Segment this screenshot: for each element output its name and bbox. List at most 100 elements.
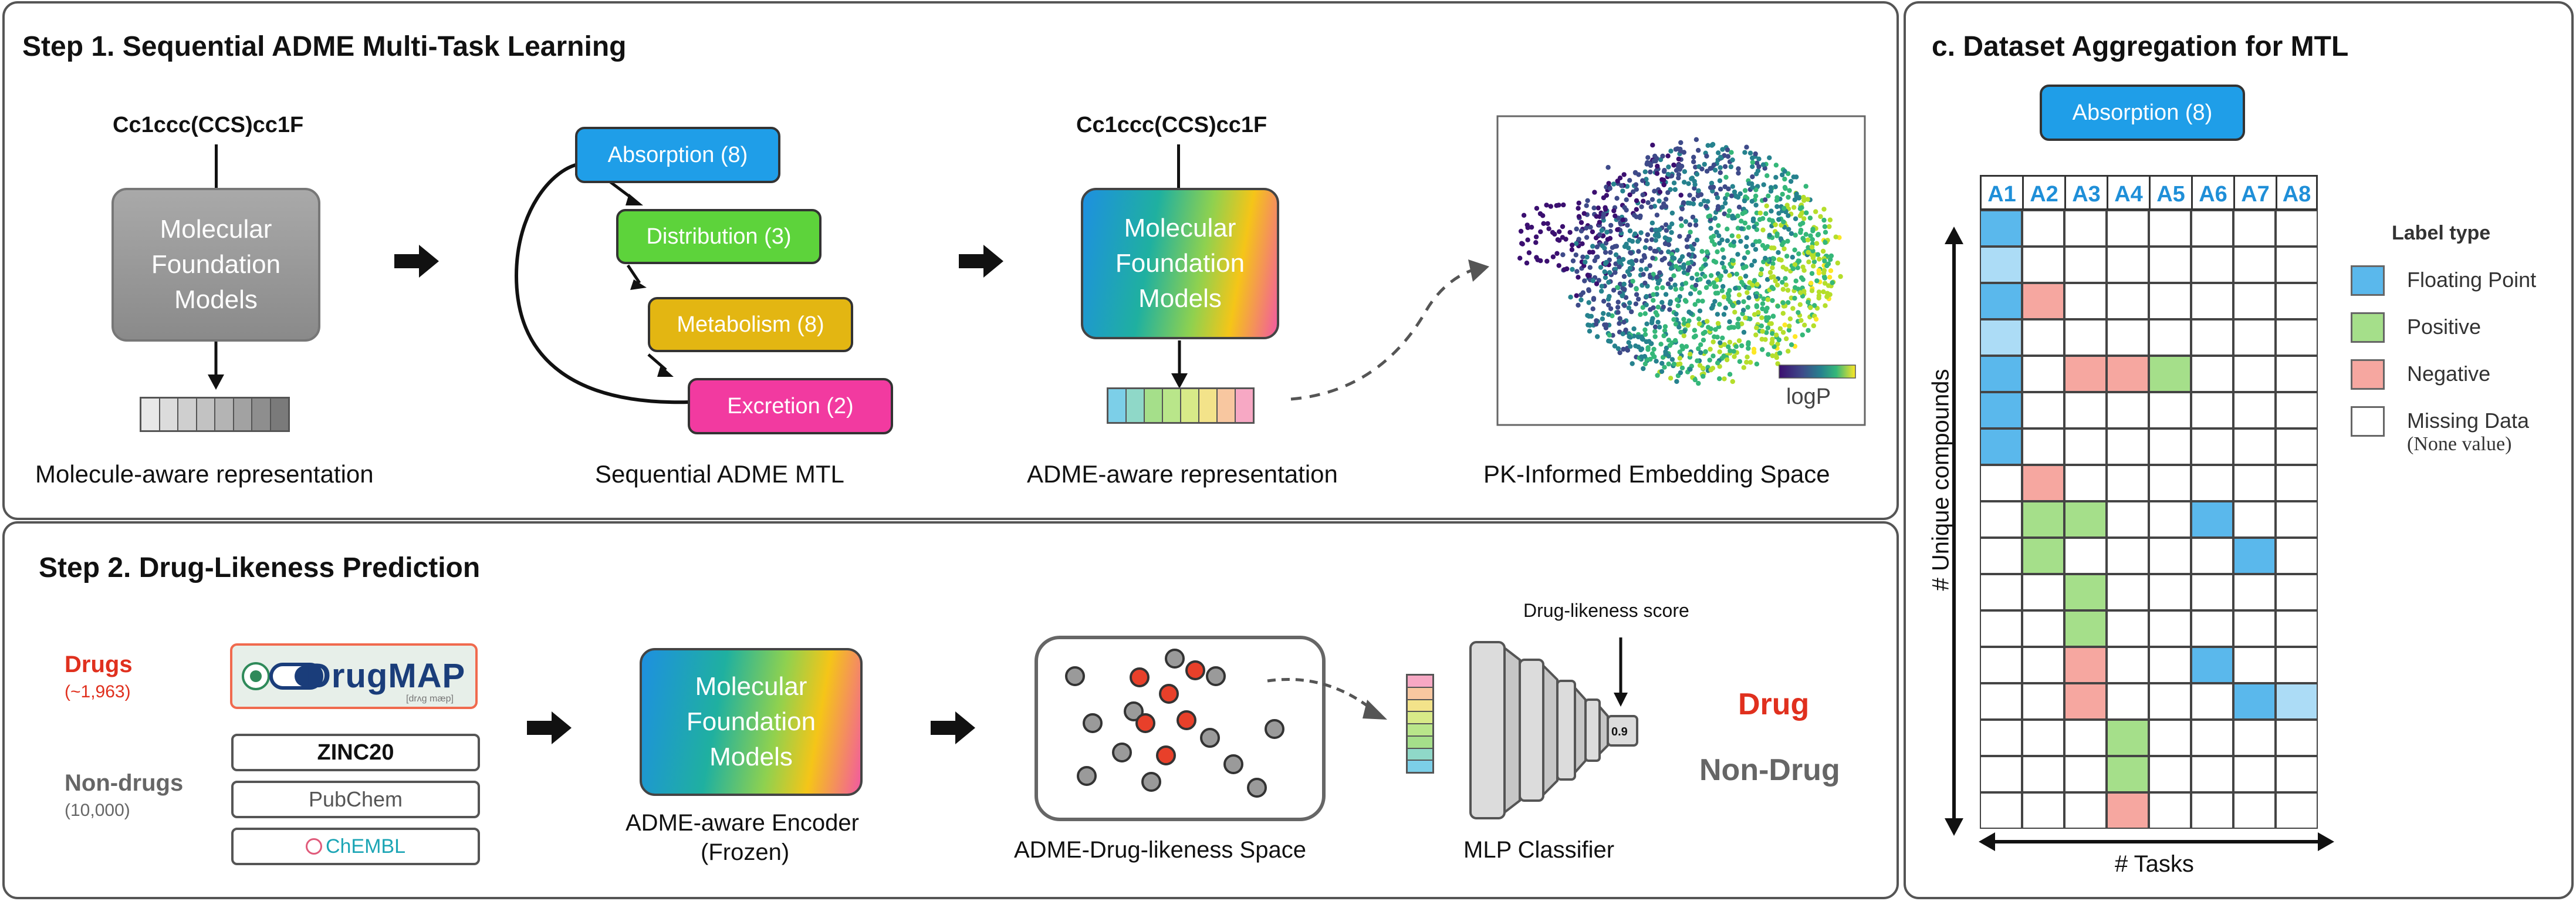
nondrugs-label: Non-drugs [65,770,184,796]
embedding-point [1648,246,1653,251]
embedding-point [1715,320,1721,326]
flow-arrow-1 [394,245,439,278]
embedding-point [1597,232,1603,237]
embedding-point [1781,246,1787,252]
embedding-point [1787,188,1792,193]
embedding-point [1702,274,1708,279]
embedding-point [1746,295,1752,301]
embedding-point [1818,214,1823,220]
embedding-point [1576,275,1581,280]
embedding-point [1614,195,1620,201]
embedding-point [1729,233,1735,238]
embedding-point [1795,265,1800,271]
matrix-cell [2107,756,2149,792]
embedding-point [1727,372,1733,377]
embedding-point [1679,343,1685,349]
embedding-point [1822,275,1827,281]
embedding-point [1736,316,1741,322]
matrix-cell [2233,210,2276,247]
embedding-point [1617,281,1623,287]
matrix-cell [2276,574,2318,610]
drugs-label: Drugs [65,652,133,677]
embedding-point [1707,357,1712,363]
embedding-point [1617,350,1622,356]
embedding-point [1601,299,1607,304]
embedding-point [1764,318,1769,323]
embedding-point [1823,239,1828,245]
embedding-point [1608,249,1613,255]
embedding-point [1715,360,1720,366]
embedding-point [1574,241,1579,247]
embedding-point [1651,298,1656,303]
embedding-point [1776,217,1781,222]
embedding-point [1630,361,1635,366]
embedding-point [1665,281,1671,286]
connector-line [215,144,218,188]
embedding-point [1557,229,1562,234]
embedding-point [1660,153,1665,159]
embedding-point [1806,259,1811,265]
embedding-point [1517,255,1523,261]
legend-swatch-negative [2351,359,2385,390]
embedding-point [1715,291,1720,296]
embedding-point [1821,217,1827,223]
embedding-point [1655,231,1661,237]
caption-encoder: ADME-aware Encoder [626,810,859,836]
embedding-point [1754,210,1760,215]
drug-likeness-space [1035,636,1326,821]
embedding-point [1612,213,1618,218]
embedding-point [1791,205,1797,210]
embedding-point [1597,220,1603,225]
embedding-point [1683,219,1689,224]
matrix-cell [2064,683,2107,720]
embedding-point [1765,297,1771,302]
embedding-point [1726,325,1732,330]
embedding-point [1806,249,1811,255]
embedding-point [1546,226,1551,231]
embedding-point [1666,338,1672,343]
embedding-point [1763,255,1768,261]
matrix-cell [2149,792,2191,829]
encoder-line-3: Models [709,743,793,771]
embedding-point [1709,143,1715,148]
embedding-point [1622,286,1627,292]
caption-sequential-adme: Sequential ADME MTL [595,460,844,488]
foundation-model-box-gray: Molecular Foundation Models [111,188,320,342]
embedding-point [1808,281,1814,286]
embedding-point [1764,203,1769,208]
embedding-point [1584,203,1589,208]
matrix-cell [2064,501,2107,538]
matrix-cell [2149,683,2191,720]
embedding-point [1584,235,1590,240]
embedding-point [1753,247,1759,252]
embedding-point [1733,344,1739,349]
colorbar [1779,365,1856,379]
embedding-point [1700,366,1706,371]
x-axis-label: # Tasks [2115,851,2194,877]
matrix-cell [2233,428,2276,465]
matrix-cell [2233,792,2276,829]
matrix-cell [2107,683,2149,720]
matrix-cell [2064,392,2107,428]
embedding-point [1578,297,1584,303]
embedding-point [1519,241,1524,246]
embedding-point [1773,278,1778,284]
embedding-point [1794,191,1799,197]
matrix-cell [2233,283,2276,319]
embedding-point [1585,198,1590,203]
embedding-point [1681,316,1686,322]
embedding-point [1668,276,1674,282]
matrix-cell [2276,538,2318,574]
matrix-cell [2191,756,2233,792]
matrix-cell [2064,428,2107,465]
drug-point [1156,745,1176,765]
embedding-point [1798,290,1803,295]
embedding-point [1641,272,1646,277]
embedding-point [1735,252,1740,257]
embedding-point [1648,163,1654,168]
embedding-point [1827,292,1833,297]
matrix-cell [2233,756,2276,792]
embedding-point [1744,235,1749,241]
matrix-cell [1980,210,2022,247]
embedding-point [1783,282,1789,288]
